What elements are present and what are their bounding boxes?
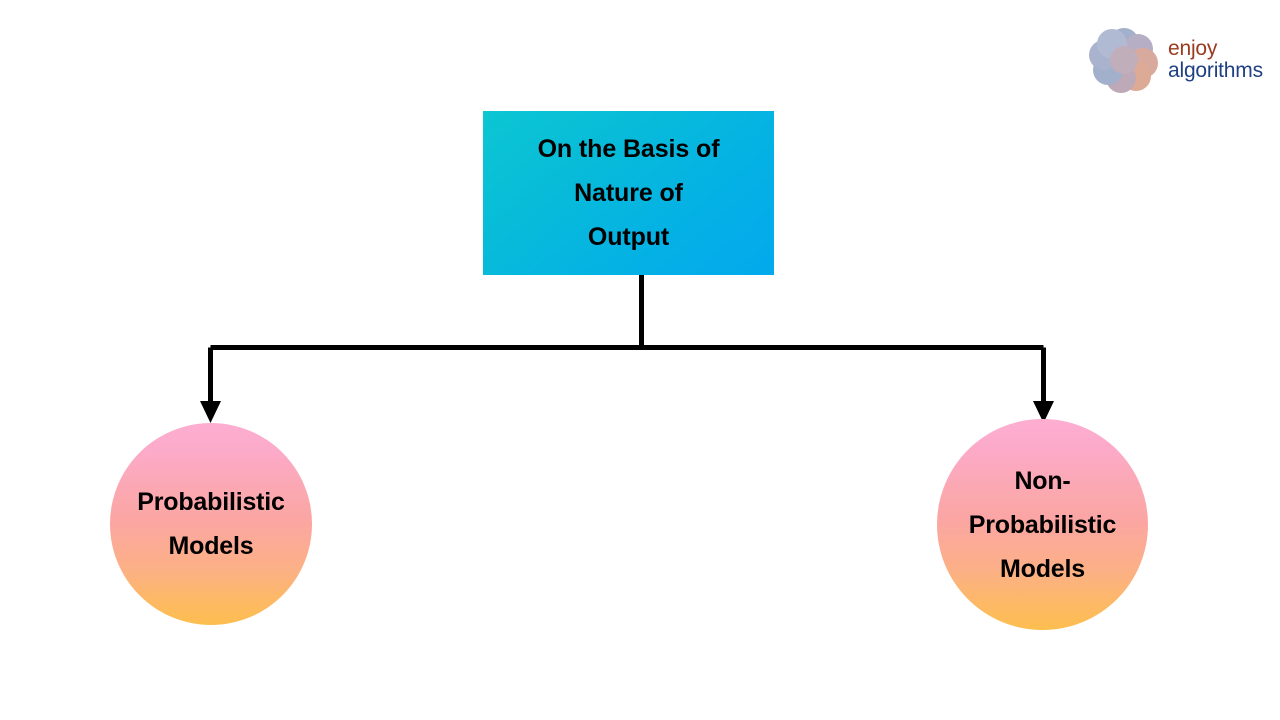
brand-wordmark: enjoy algorithms [1168,36,1263,83]
brand-logo: enjoy algorithms [1088,20,1272,98]
node-probabilistic-models-label: Probabilistic Models [137,488,285,560]
rosette-logo-icon [1088,23,1160,95]
brand-line-enjoy: enjoy [1168,36,1218,60]
arrowhead-left [200,401,221,423]
node-non-probabilistic-models-label: Non- Probabilistic Models [968,466,1117,583]
node-probabilistic-models[interactable]: Probabilistic Models [110,423,312,625]
node-root-label: On the Basis of Nature of Output [537,135,720,251]
brand-line-algorithms: algorithms [1168,59,1263,82]
node-root[interactable]: On the Basis of Nature of Output [483,111,774,275]
node-non-probabilistic-models[interactable]: Non- Probabilistic Models [937,419,1148,630]
